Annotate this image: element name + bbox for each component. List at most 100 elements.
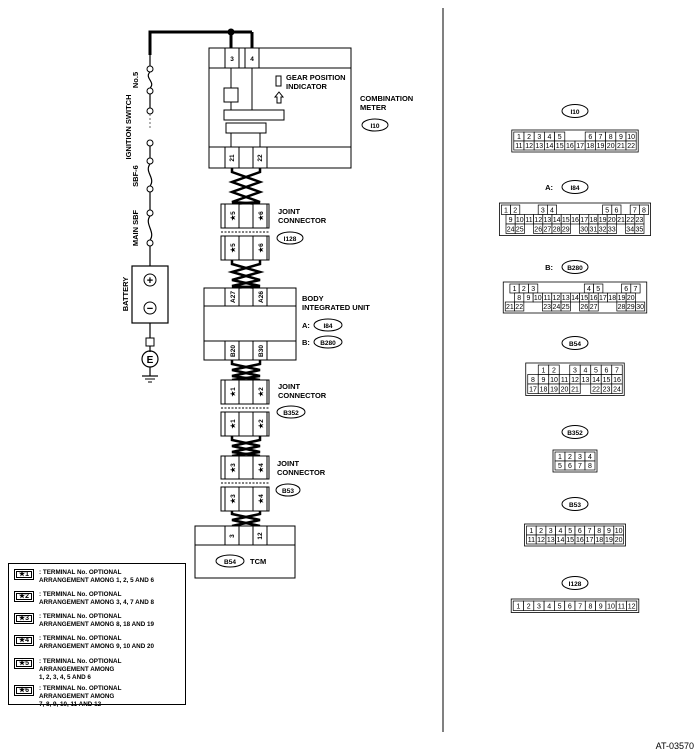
- pin-cell-label: 7: [578, 604, 582, 611]
- pin-cell: [560, 301, 571, 312]
- i128-pin-bottom-left: ★5: [229, 243, 237, 253]
- pin-cell-label: 6: [588, 134, 592, 141]
- pin-cell-label: 19: [597, 143, 605, 150]
- main-sbf-label: MAIN SBF: [131, 209, 140, 246]
- pin-cell-label: 16: [566, 143, 574, 150]
- pin-cell-label: 26: [534, 227, 542, 234]
- legend-key: ★5: [14, 658, 34, 669]
- pin-cell: [588, 301, 599, 312]
- i128-connector-oval: [276, 231, 304, 245]
- pin-cell-label: 1: [504, 208, 508, 215]
- pin-cell-label: 14: [557, 537, 565, 544]
- pin-cell: [569, 383, 581, 394]
- pin-cell-label: 18: [540, 387, 548, 394]
- b352-connector-label: B352: [283, 410, 299, 417]
- pin-cell-label: 4: [558, 528, 562, 535]
- pin-cell-label: 4: [584, 368, 588, 375]
- connector-view-i84-title-oval: [561, 180, 589, 194]
- pin-cell-label: 24: [553, 304, 561, 311]
- pin-cell-label: 2: [522, 286, 526, 293]
- battery-minus-symbol: −: [147, 303, 153, 315]
- biu-a-prefix: A:: [302, 321, 310, 330]
- pin-cell-label: 8: [588, 604, 592, 611]
- pin-cell-label: 15: [566, 537, 574, 544]
- pin-cell: [634, 223, 645, 234]
- legend-text: : TERMINAL No. OPTIONAL ARRANGEMENT AMON…: [39, 658, 122, 681]
- pin-cell-label: 13: [544, 217, 552, 224]
- pin-cell-label: 22: [592, 387, 600, 394]
- pin-cell-label: 7: [633, 208, 637, 215]
- meter-pin-3: [224, 47, 240, 69]
- pin-cell: [625, 140, 637, 151]
- indicator-led-box: [223, 87, 239, 103]
- ignition-switch-line-1: IGNITION SWITCH: [124, 95, 133, 160]
- connector-view-b54-title-oval: [561, 336, 589, 350]
- i84-connector-oval: [313, 318, 343, 332]
- pin-cell-label: 21: [506, 304, 514, 311]
- pin-cell-label: 8: [588, 463, 592, 470]
- connector-view-i84-title: I84: [570, 185, 579, 192]
- pin-cell-label: 11: [618, 604, 625, 611]
- biu-pin-a27: A27: [230, 291, 237, 303]
- pin-cell: [514, 223, 525, 234]
- pin-cell-label: 3: [549, 528, 553, 535]
- pin-cell-label: 23: [543, 304, 551, 311]
- pin-cell-label: 28: [618, 304, 626, 311]
- connector-view-b53-title: B53: [569, 502, 581, 509]
- pin-cell-label: 6: [605, 368, 609, 375]
- legend-key: ★1: [14, 569, 34, 580]
- legend-key: ★4: [14, 635, 34, 646]
- pin-cell-label: 12: [628, 604, 636, 611]
- pin-cell-label: 16: [613, 377, 621, 384]
- pin-cell-label: 30: [636, 304, 644, 311]
- pin-cell-label: 6: [624, 286, 628, 293]
- pin-cell-label: 1: [513, 286, 517, 293]
- pin-cell-label: 5: [605, 208, 609, 215]
- pin-cell-label: 20: [627, 295, 635, 302]
- pin-cell-label: 29: [562, 227, 570, 234]
- pin-cell-label: 23: [636, 217, 644, 224]
- pin-cell-label: 11: [515, 143, 522, 150]
- joint-connector-b53: ★3 ★4 ★3 ★4 JOINT CONNECTOR B53: [220, 455, 326, 512]
- pin-cell-label: 5: [568, 528, 572, 535]
- power-circuit: [131, 28, 254, 383]
- b352-pin-top-left: ★1: [229, 387, 237, 397]
- pin-cell-label: 2: [539, 528, 543, 535]
- pin-cell-label: 1: [517, 134, 521, 141]
- pin-cell-label: 3: [531, 286, 535, 293]
- pin-cell-label: 30: [580, 227, 588, 234]
- i10-connector-oval: [361, 118, 389, 132]
- connector-view-i128-title: I128: [569, 581, 582, 588]
- tcm-unit: 3 12 B54 TCM: [194, 525, 296, 579]
- pin-cell-label: 8: [642, 208, 646, 215]
- pin-cell-label: 3: [541, 208, 545, 215]
- i128-pin-bottom-right: ★6: [257, 243, 265, 253]
- pin-cell-label: 9: [599, 604, 603, 611]
- pin-cell-label: 14: [553, 217, 561, 224]
- legend-text: : TERMINAL No. OPTIONAL ARRANGEMENT AMON…: [39, 569, 154, 584]
- ignition-switch-label: IGNITION SWITCH: [124, 95, 133, 160]
- pin-cell-label: 14: [592, 377, 600, 384]
- pin-cell-label: 6: [568, 463, 572, 470]
- pin-cell-label: 34: [626, 227, 634, 234]
- jc3-line-1: JOINT: [277, 459, 300, 468]
- pin-cell-label: 18: [586, 143, 594, 150]
- pin-cell-label: 3: [537, 604, 541, 611]
- pin-cell-label: 4: [550, 208, 554, 215]
- pin-cell-label: 1: [516, 604, 520, 611]
- cm-line-2: METER: [360, 103, 387, 112]
- pin-cell: [611, 383, 623, 394]
- pin-cell-label: 11: [528, 537, 535, 544]
- pin-cell-label: 21: [617, 217, 625, 224]
- legend-text: : TERMINAL No. OPTIONAL ARRANGEMENT AMON…: [39, 635, 154, 650]
- pin-cell-label: 10: [607, 604, 615, 611]
- legend-text: : TERMINAL No. OPTIONAL ARRANGEMENT AMON…: [39, 685, 122, 708]
- pin-cell-label: 20: [615, 537, 623, 544]
- pin-cell-label: 14: [546, 143, 554, 150]
- jc2-line-1: JOINT: [278, 382, 301, 391]
- pin-cell-label: 6: [578, 528, 582, 535]
